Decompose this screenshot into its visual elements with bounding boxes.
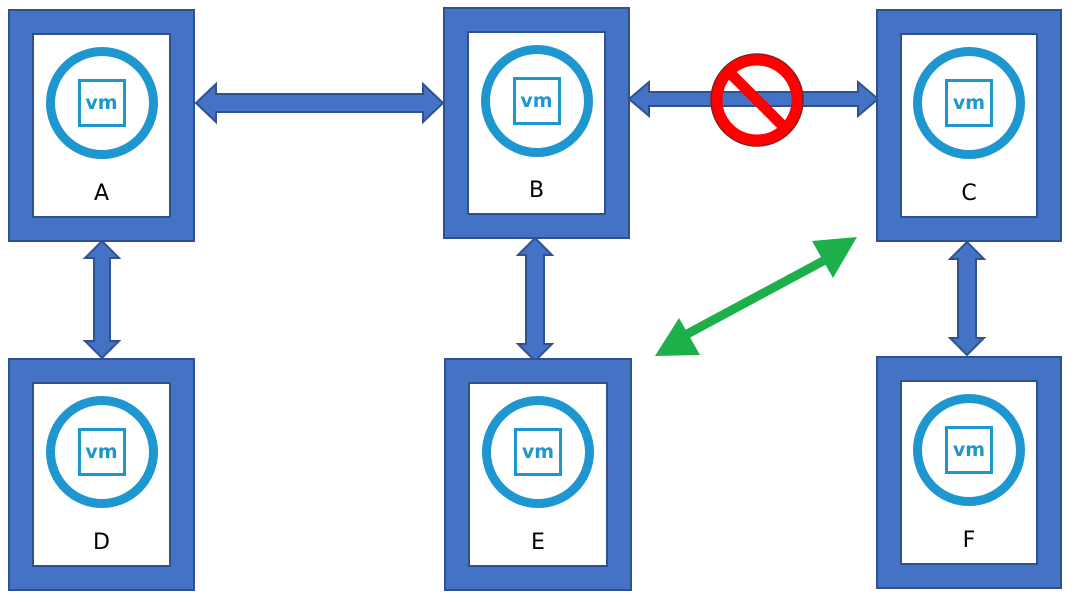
vm-icon-square: vm [77, 79, 126, 127]
arrow-a-d [82, 239, 122, 360]
vm-node-a-panel: vm A [32, 33, 171, 218]
vm-node-e: vm E [444, 358, 632, 591]
vm-icon: vm [45, 396, 158, 508]
node-label-a: A [93, 181, 110, 206]
vm-icon: vm [913, 394, 1025, 506]
vm-icon: vm [45, 47, 158, 159]
vm-icon-text: vm [85, 441, 118, 463]
node-label-b: B [528, 178, 545, 203]
vm-icon-text: vm [521, 441, 555, 463]
vm-icon-square: vm [514, 428, 562, 476]
node-label-e: E [531, 530, 545, 555]
vm-node-a: vm A [8, 9, 195, 242]
vm-node-f: vm F [876, 356, 1062, 589]
vm-icon: vm [482, 396, 594, 508]
vm-icon-text: vm [952, 92, 986, 114]
vm-node-c: vm C [876, 9, 1062, 242]
node-label-f: F [962, 528, 976, 553]
vm-node-f-panel: vm F [900, 380, 1038, 565]
vm-icon-square: vm [512, 77, 561, 125]
vm-node-c-panel: vm C [900, 33, 1038, 218]
arrow-a-b [194, 81, 445, 125]
arrow-c-e [655, 237, 857, 356]
vm-icon-text: vm [85, 92, 118, 114]
arrow-b-e [515, 236, 555, 363]
vm-icon: vm [913, 47, 1025, 159]
vm-node-e-panel: vm E [468, 382, 608, 567]
vm-node-d-panel: vm D [32, 382, 171, 567]
vm-node-b: vm B [443, 7, 630, 239]
vm-icon: vm [480, 45, 593, 157]
arrow-c-f [947, 240, 987, 357]
vm-icon-text: vm [952, 439, 986, 461]
vm-node-b-panel: vm B [467, 31, 606, 215]
vm-icon-square: vm [945, 426, 993, 474]
vm-icon-square: vm [945, 79, 993, 127]
node-label-d: D [93, 530, 110, 555]
prohibited-icon [710, 53, 804, 147]
vm-node-d: vm D [8, 358, 195, 591]
vm-icon-text: vm [520, 90, 553, 112]
node-label-c: C [961, 181, 977, 206]
vm-icon-square: vm [77, 428, 126, 476]
